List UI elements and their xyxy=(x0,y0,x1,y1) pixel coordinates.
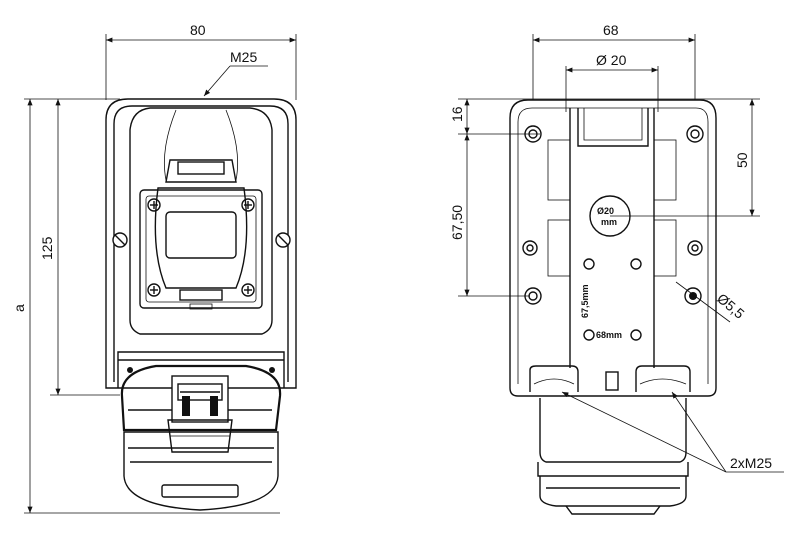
inner-mark-horizontal: 68mm xyxy=(596,330,622,340)
mount-hole-tl xyxy=(524,125,542,143)
knockout-unit: mm xyxy=(601,217,617,227)
front-height-dim: 125 xyxy=(39,236,55,260)
mount-hole-ml xyxy=(522,240,538,256)
side-hole-spacing: 67,50 xyxy=(449,205,465,240)
mount-hole-tr xyxy=(686,125,704,143)
side-view: 68 Ø 20 16 67,50 50 Ø5, xyxy=(449,22,784,515)
front-overall-dim: a xyxy=(11,304,27,312)
front-width-dim: 80 xyxy=(190,22,206,38)
mount-hole-br xyxy=(684,287,702,305)
side-cable-entries: 2xM25 xyxy=(730,455,772,471)
front-thread-label: M25 xyxy=(230,49,257,65)
mount-hole-mr xyxy=(687,240,703,256)
side-hole-depth: 50 xyxy=(734,152,750,168)
knockout-mark: Ø20 mm xyxy=(589,195,631,237)
side-mount-hole: Ø5,5 xyxy=(714,290,748,322)
knockout-dia: Ø20 xyxy=(597,206,614,216)
side-width-dim: 68 xyxy=(603,22,619,38)
front-view: 80 M25 125 a xyxy=(11,22,297,514)
inner-mark-vertical: 67,5mm xyxy=(580,284,590,318)
side-hole-dia: Ø 20 xyxy=(596,52,627,68)
mount-hole-bl xyxy=(524,287,542,305)
side-top-offset: 16 xyxy=(449,106,465,122)
